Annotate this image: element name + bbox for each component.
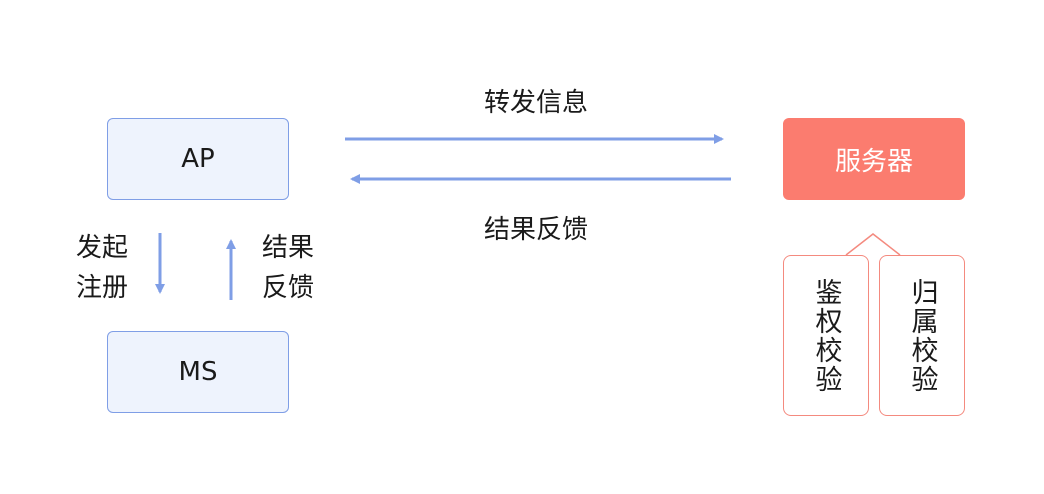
result-label: 结果 反馈 — [262, 228, 322, 308]
forward-label: 转发信息 — [484, 88, 589, 118]
feedback-label: 结果反馈 — [484, 215, 589, 245]
result-label-line2: 反馈 — [262, 273, 315, 303]
register-label-line1: 发起 — [76, 233, 129, 263]
owner-check-node: 归属校验 — [879, 255, 965, 416]
register-label-line2: 注册 — [76, 273, 129, 303]
result-label-line1: 结果 — [262, 233, 315, 263]
ms-label: MS — [178, 357, 218, 387]
server-check-connector — [845, 233, 901, 256]
auth-check-node: 鉴权校验 — [783, 255, 869, 416]
ms-node: MS — [107, 331, 289, 413]
register-label: 发起 注册 — [76, 228, 136, 308]
server-label: 服务器 — [834, 146, 913, 177]
server-node: 服务器 — [783, 118, 965, 200]
ap-node: AP — [107, 118, 289, 200]
ap-label: AP — [181, 144, 215, 174]
auth-check-label: 鉴权校验 — [810, 277, 842, 394]
owner-check-label: 归属校验 — [906, 277, 938, 394]
